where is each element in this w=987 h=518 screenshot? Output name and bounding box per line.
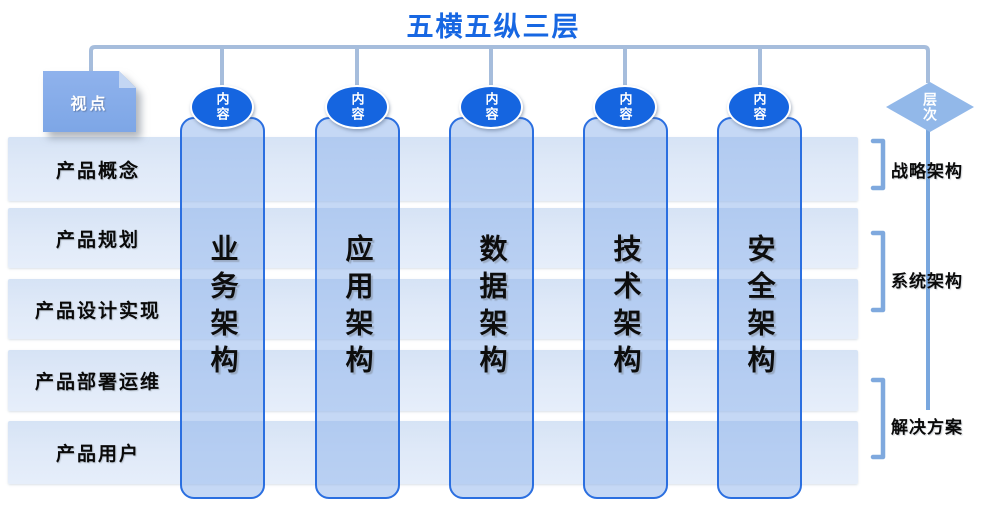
column-pillar-5: 安全架构	[717, 117, 802, 499]
row-label: 产品设计实现	[34, 300, 161, 322]
column-label: 数据架构	[476, 234, 508, 382]
row-band-1: 产品概念	[8, 137, 858, 201]
content-badge-2: 内容	[325, 85, 389, 129]
level-brackets	[870, 138, 886, 460]
content-badge-3: 内容	[459, 85, 523, 129]
level-label-solution: 解决方案	[891, 418, 963, 437]
top-bracket-line	[89, 45, 930, 83]
column-pillar-2: 应用架构	[315, 117, 400, 499]
row-band-5: 产品用户	[8, 421, 858, 484]
column-label: 安全架构	[744, 234, 776, 382]
content-badge-4: 内容	[593, 85, 657, 129]
level-label-strategic: 战略架构	[891, 162, 963, 181]
viewpoint-tag: 视点	[43, 71, 136, 132]
row-label: 产品用户	[55, 444, 140, 465]
column-label: 应用架构	[342, 234, 374, 382]
viewpoint-shape: 视点	[43, 71, 136, 132]
column-pillar-4: 技术架构	[583, 117, 668, 499]
row-band-2: 产品规划	[8, 208, 858, 268]
content-badge-label: 内容	[349, 92, 365, 122]
content-badge-label: 内容	[214, 92, 230, 122]
row-band-3: 产品设计实现	[8, 279, 858, 339]
row-label: 产品概念	[55, 160, 140, 182]
row-label: 产品规划	[55, 229, 140, 251]
content-badge-label: 内容	[617, 92, 633, 122]
column-label: 技术架构	[610, 234, 642, 382]
level-label-system: 系统架构	[891, 272, 963, 291]
column-pillar-1: 业务架构	[180, 117, 265, 499]
content-badge-label: 内容	[751, 92, 767, 122]
viewpoint-label: 视点	[70, 95, 109, 113]
row-label: 产品部署运维	[34, 372, 161, 393]
row-band-4: 产品部署运维	[8, 350, 858, 411]
content-badge-label: 内容	[483, 92, 499, 122]
column-drop-lines	[220, 47, 762, 90]
folded-corner-icon	[119, 71, 136, 88]
content-badge-1: 内容	[190, 85, 254, 129]
column-label: 业务架构	[207, 234, 239, 382]
column-pillar-3: 数据架构	[449, 117, 534, 499]
hierarchy-label: 层次	[922, 92, 938, 122]
content-badge-5: 内容	[727, 85, 791, 129]
page-title: 五横五纵三层	[406, 12, 581, 42]
